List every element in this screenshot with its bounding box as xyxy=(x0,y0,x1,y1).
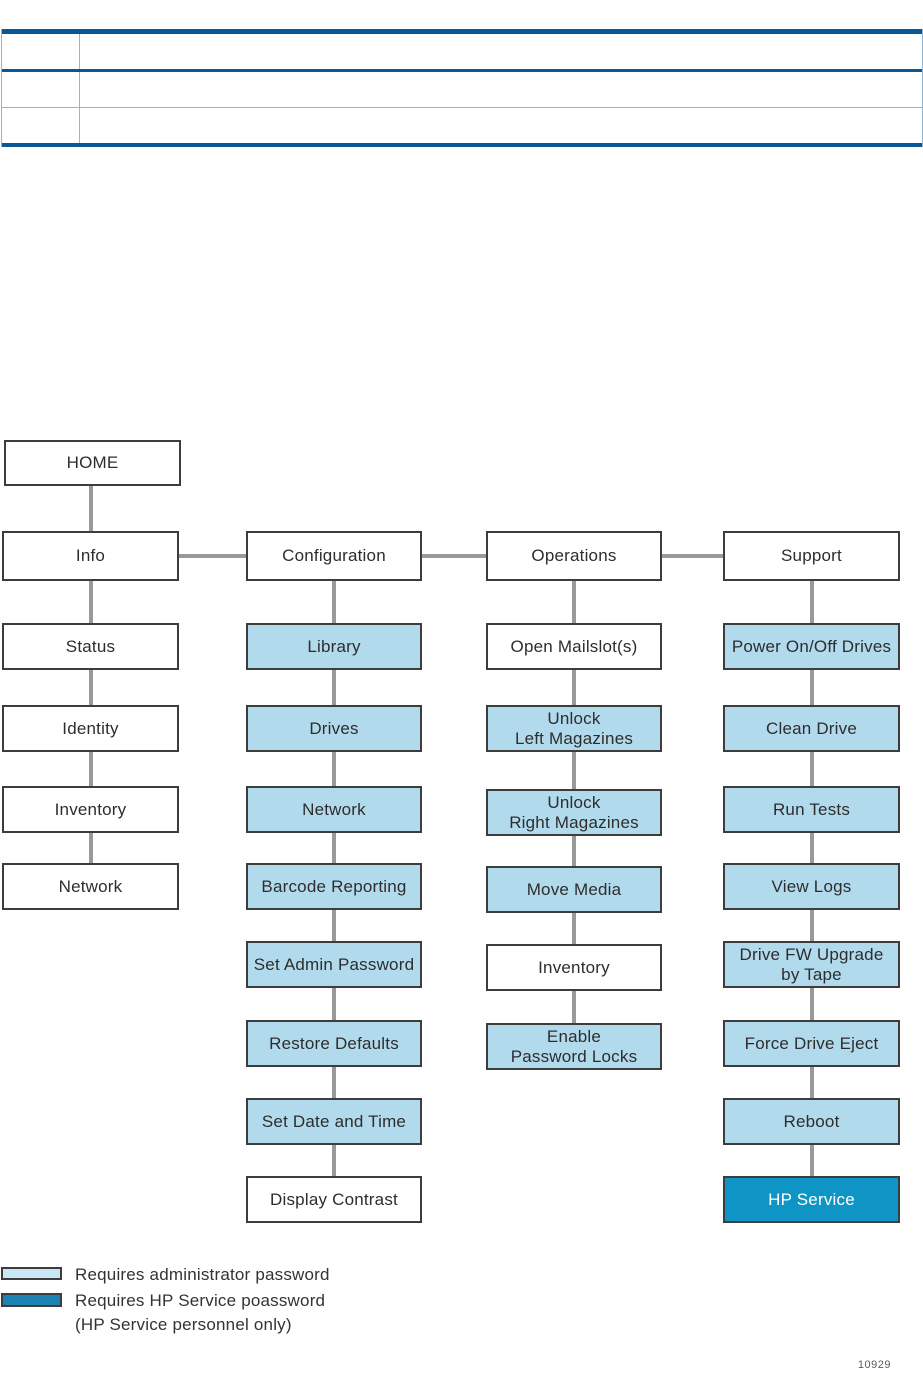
menu-node-set-admin-password: Set Admin Password xyxy=(246,941,422,988)
menu-branch-support: Support xyxy=(723,531,900,581)
menu-node-unlock-right-magazines: Unlock Right Magazines xyxy=(486,789,662,836)
menu-branch-info: Info xyxy=(2,531,179,581)
menu-node-network: Network xyxy=(246,786,422,833)
table-cell xyxy=(2,34,80,69)
menu-node-display-contrast: Display Contrast xyxy=(246,1176,422,1223)
legend-swatch-admin-password xyxy=(1,1267,62,1280)
table-top-border xyxy=(2,29,922,34)
menu-node-home: HOME xyxy=(4,440,181,486)
menu-node-restore-defaults: Restore Defaults xyxy=(246,1020,422,1067)
menu-node-set-date-and-time: Set Date and Time xyxy=(246,1098,422,1145)
menu-node-open-mailslot-s: Open Mailslot(s) xyxy=(486,623,662,670)
menu-node-run-tests: Run Tests xyxy=(723,786,900,833)
menu-branch-configuration: Configuration xyxy=(246,531,422,581)
menu-branch-operations: Operations xyxy=(486,531,662,581)
menu-node-move-media: Move Media xyxy=(486,866,662,913)
table-row xyxy=(2,108,922,147)
connector-line xyxy=(88,463,93,887)
menu-node-status: Status xyxy=(2,623,179,670)
table-cell xyxy=(2,72,80,107)
table-cell xyxy=(2,108,80,143)
menu-node-library: Library xyxy=(246,623,422,670)
connector-line xyxy=(90,554,812,558)
data-table xyxy=(1,29,923,147)
menu-node-drives: Drives xyxy=(246,705,422,752)
figure-number: 10929 xyxy=(857,1359,891,1371)
legend-label-hp-service-password: Requires HP Service poassword (HP Servic… xyxy=(75,1291,326,1334)
menu-node-inventory: Inventory xyxy=(486,944,662,991)
table-row xyxy=(2,72,922,108)
menu-node-power-on-off-drives: Power On/Off Drives xyxy=(723,623,900,670)
menu-node-hp-service: HP Service xyxy=(723,1176,900,1223)
menu-node-network: Network xyxy=(2,863,179,910)
menu-node-view-logs: View Logs xyxy=(723,863,900,910)
table-row xyxy=(2,34,922,72)
menu-node-drive-fw-upgrade-by-tape: Drive FW Upgrade by Tape xyxy=(723,941,900,988)
menu-node-force-drive-eject: Force Drive Eject xyxy=(723,1020,900,1067)
menu-node-enable-password-locks: Enable Password Locks xyxy=(486,1023,662,1070)
menu-node-reboot: Reboot xyxy=(723,1098,900,1145)
menu-node-clean-drive: Clean Drive xyxy=(723,705,900,752)
menu-node-unlock-left-magazines: Unlock Left Magazines xyxy=(486,705,662,752)
menu-node-barcode-reporting: Barcode Reporting xyxy=(246,863,422,910)
menu-node-identity: Identity xyxy=(2,705,179,752)
menu-node-inventory: Inventory xyxy=(2,786,179,833)
legend-label-admin-password: Requires administrator password xyxy=(75,1265,330,1284)
legend-swatch-hp-service-password xyxy=(1,1293,62,1307)
